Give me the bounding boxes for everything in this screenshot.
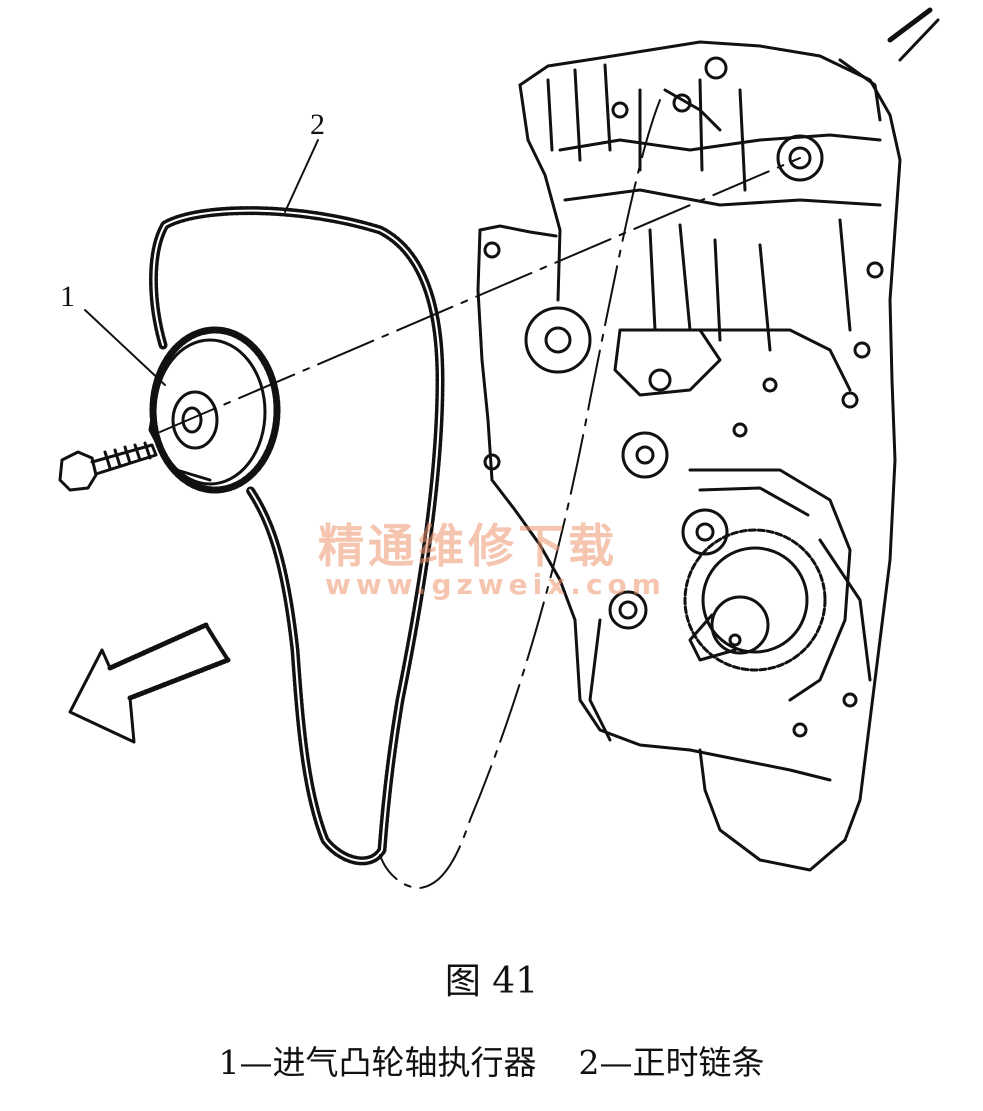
legend-item-2: 2—正时链条 <box>578 1043 765 1082</box>
direction-arrow-icon <box>68 622 231 744</box>
watermark-text: 精通维修下载 <box>318 519 618 573</box>
figure-legend: 1—进气凸轮轴执行器 2—正时链条 <box>0 1036 983 1084</box>
intake-camshaft-actuator <box>148 326 281 494</box>
leader-line-1 <box>84 309 166 386</box>
diagram-drawing <box>58 7 940 889</box>
leader-line-2 <box>284 139 319 213</box>
bolt-icon <box>58 441 158 492</box>
legend-item-1: 1—进气凸轮轴执行器 <box>218 1043 537 1082</box>
callout-1: 1 <box>60 280 75 313</box>
callout-2: 2 <box>310 108 325 141</box>
timing-chain <box>149 206 445 866</box>
engine-block <box>476 7 940 872</box>
watermark-url: www.gzweix.com <box>325 568 666 601</box>
engine-timing-diagram: 1 2 精通维修下载 www.gzweix.com <box>58 7 940 889</box>
alignment-lines <box>159 88 801 889</box>
callout-leaders <box>84 139 319 386</box>
figure-title: 图 41 <box>444 961 539 1002</box>
